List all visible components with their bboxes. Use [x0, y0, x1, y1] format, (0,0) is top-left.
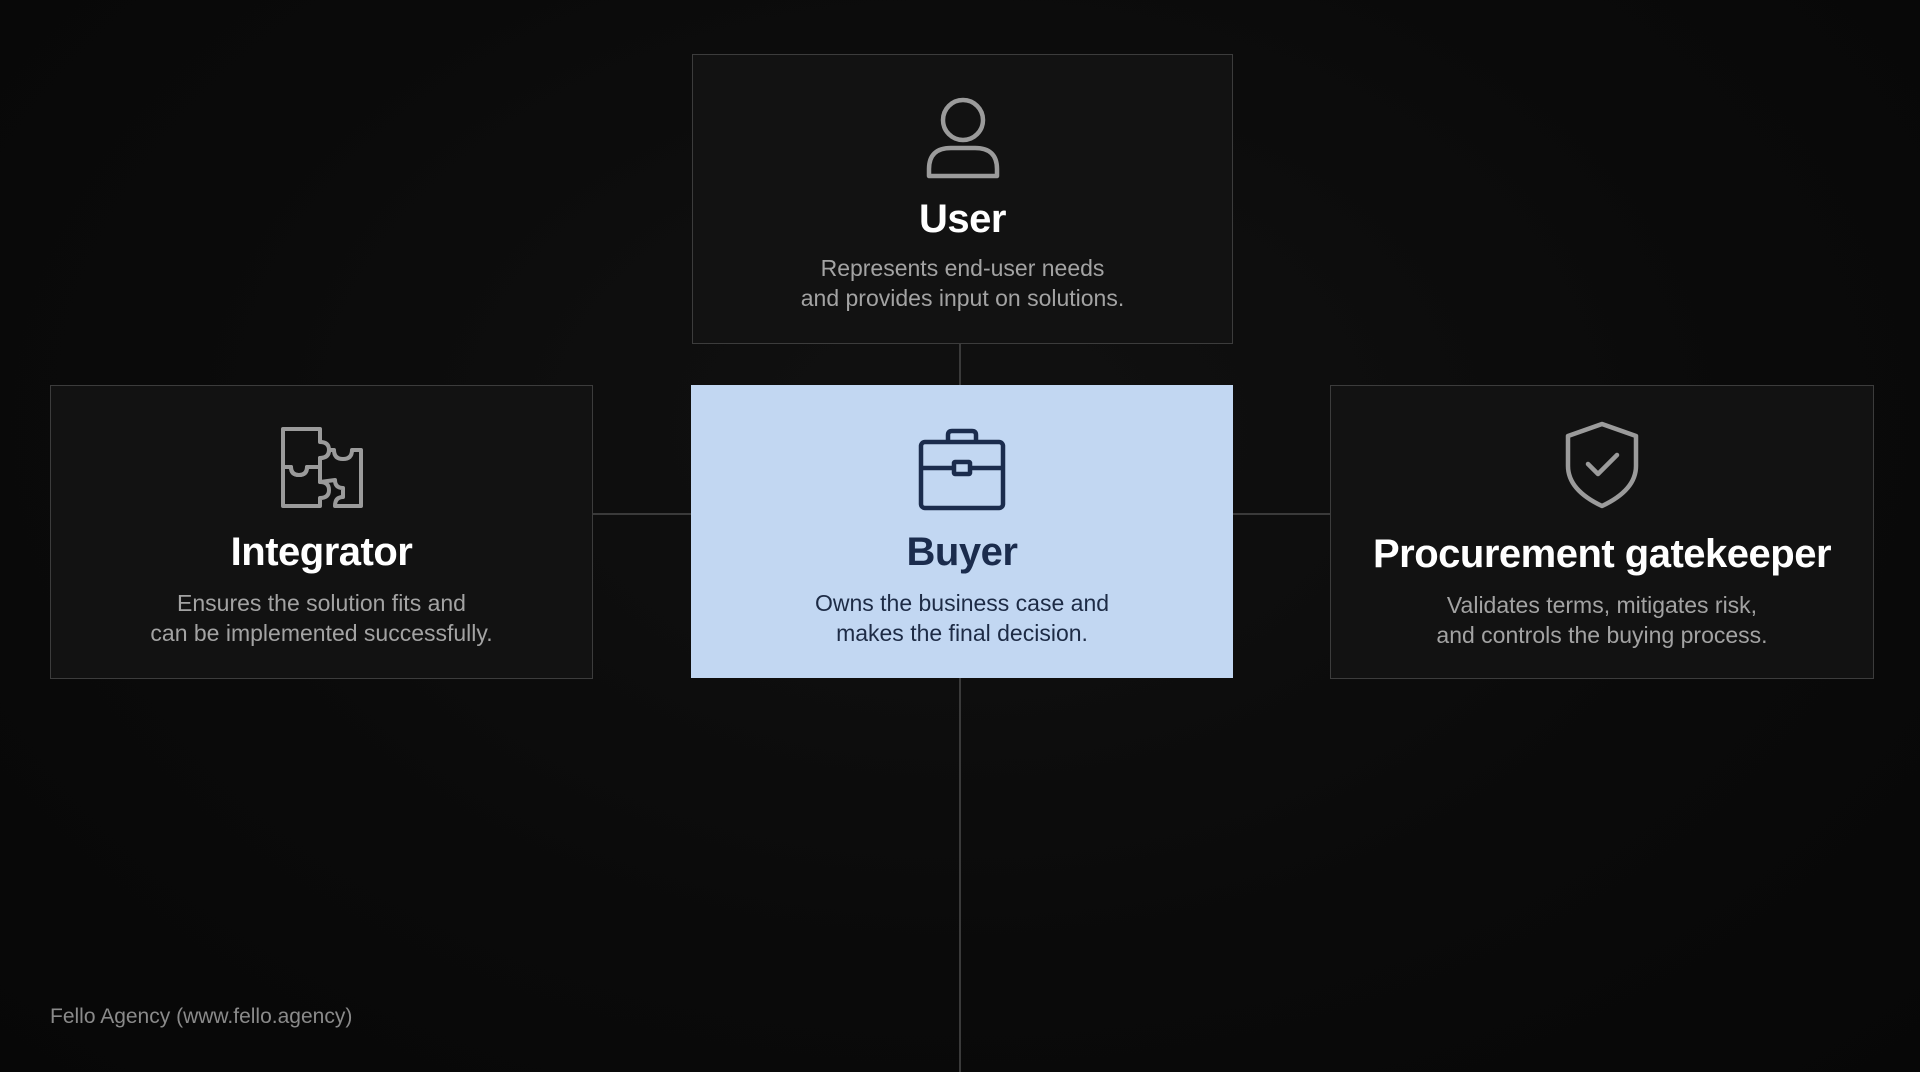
footer-credit: Fello Agency (www.fello.agency) — [50, 1005, 353, 1028]
role-card-buyer: Buyer Owns the business case and makes t… — [691, 385, 1233, 678]
connector-integrator-buyer — [593, 513, 692, 515]
role-card-user: User Represents end-user needs and provi… — [692, 54, 1233, 344]
role-title: Procurement gatekeeper — [1372, 532, 1832, 576]
role-description: Ensures the solution fits and can be imp… — [150, 590, 493, 646]
role-description: Validates terms, mitigates risk, and con… — [1436, 592, 1768, 648]
role-description: Represents end-user needs and provides i… — [800, 255, 1125, 311]
user-icon — [926, 97, 999, 179]
role-title: Integrator — [230, 530, 413, 574]
role-title: Buyer — [906, 530, 1018, 574]
role-card-integrator: Integrator Ensures the solution fits and… — [50, 385, 593, 679]
connector-buyer-down — [959, 678, 961, 1072]
briefcase-icon — [918, 428, 1006, 511]
connector-user-buyer — [959, 344, 961, 385]
role-title: User — [919, 197, 1006, 241]
role-description: Owns the business case and makes the fin… — [814, 590, 1110, 646]
role-card-procurement: Procurement gatekeeper Validates terms, … — [1330, 385, 1874, 679]
puzzle-icon — [280, 427, 363, 508]
shield-check-icon — [1565, 421, 1639, 509]
connector-buyer-procurement — [1233, 513, 1330, 515]
